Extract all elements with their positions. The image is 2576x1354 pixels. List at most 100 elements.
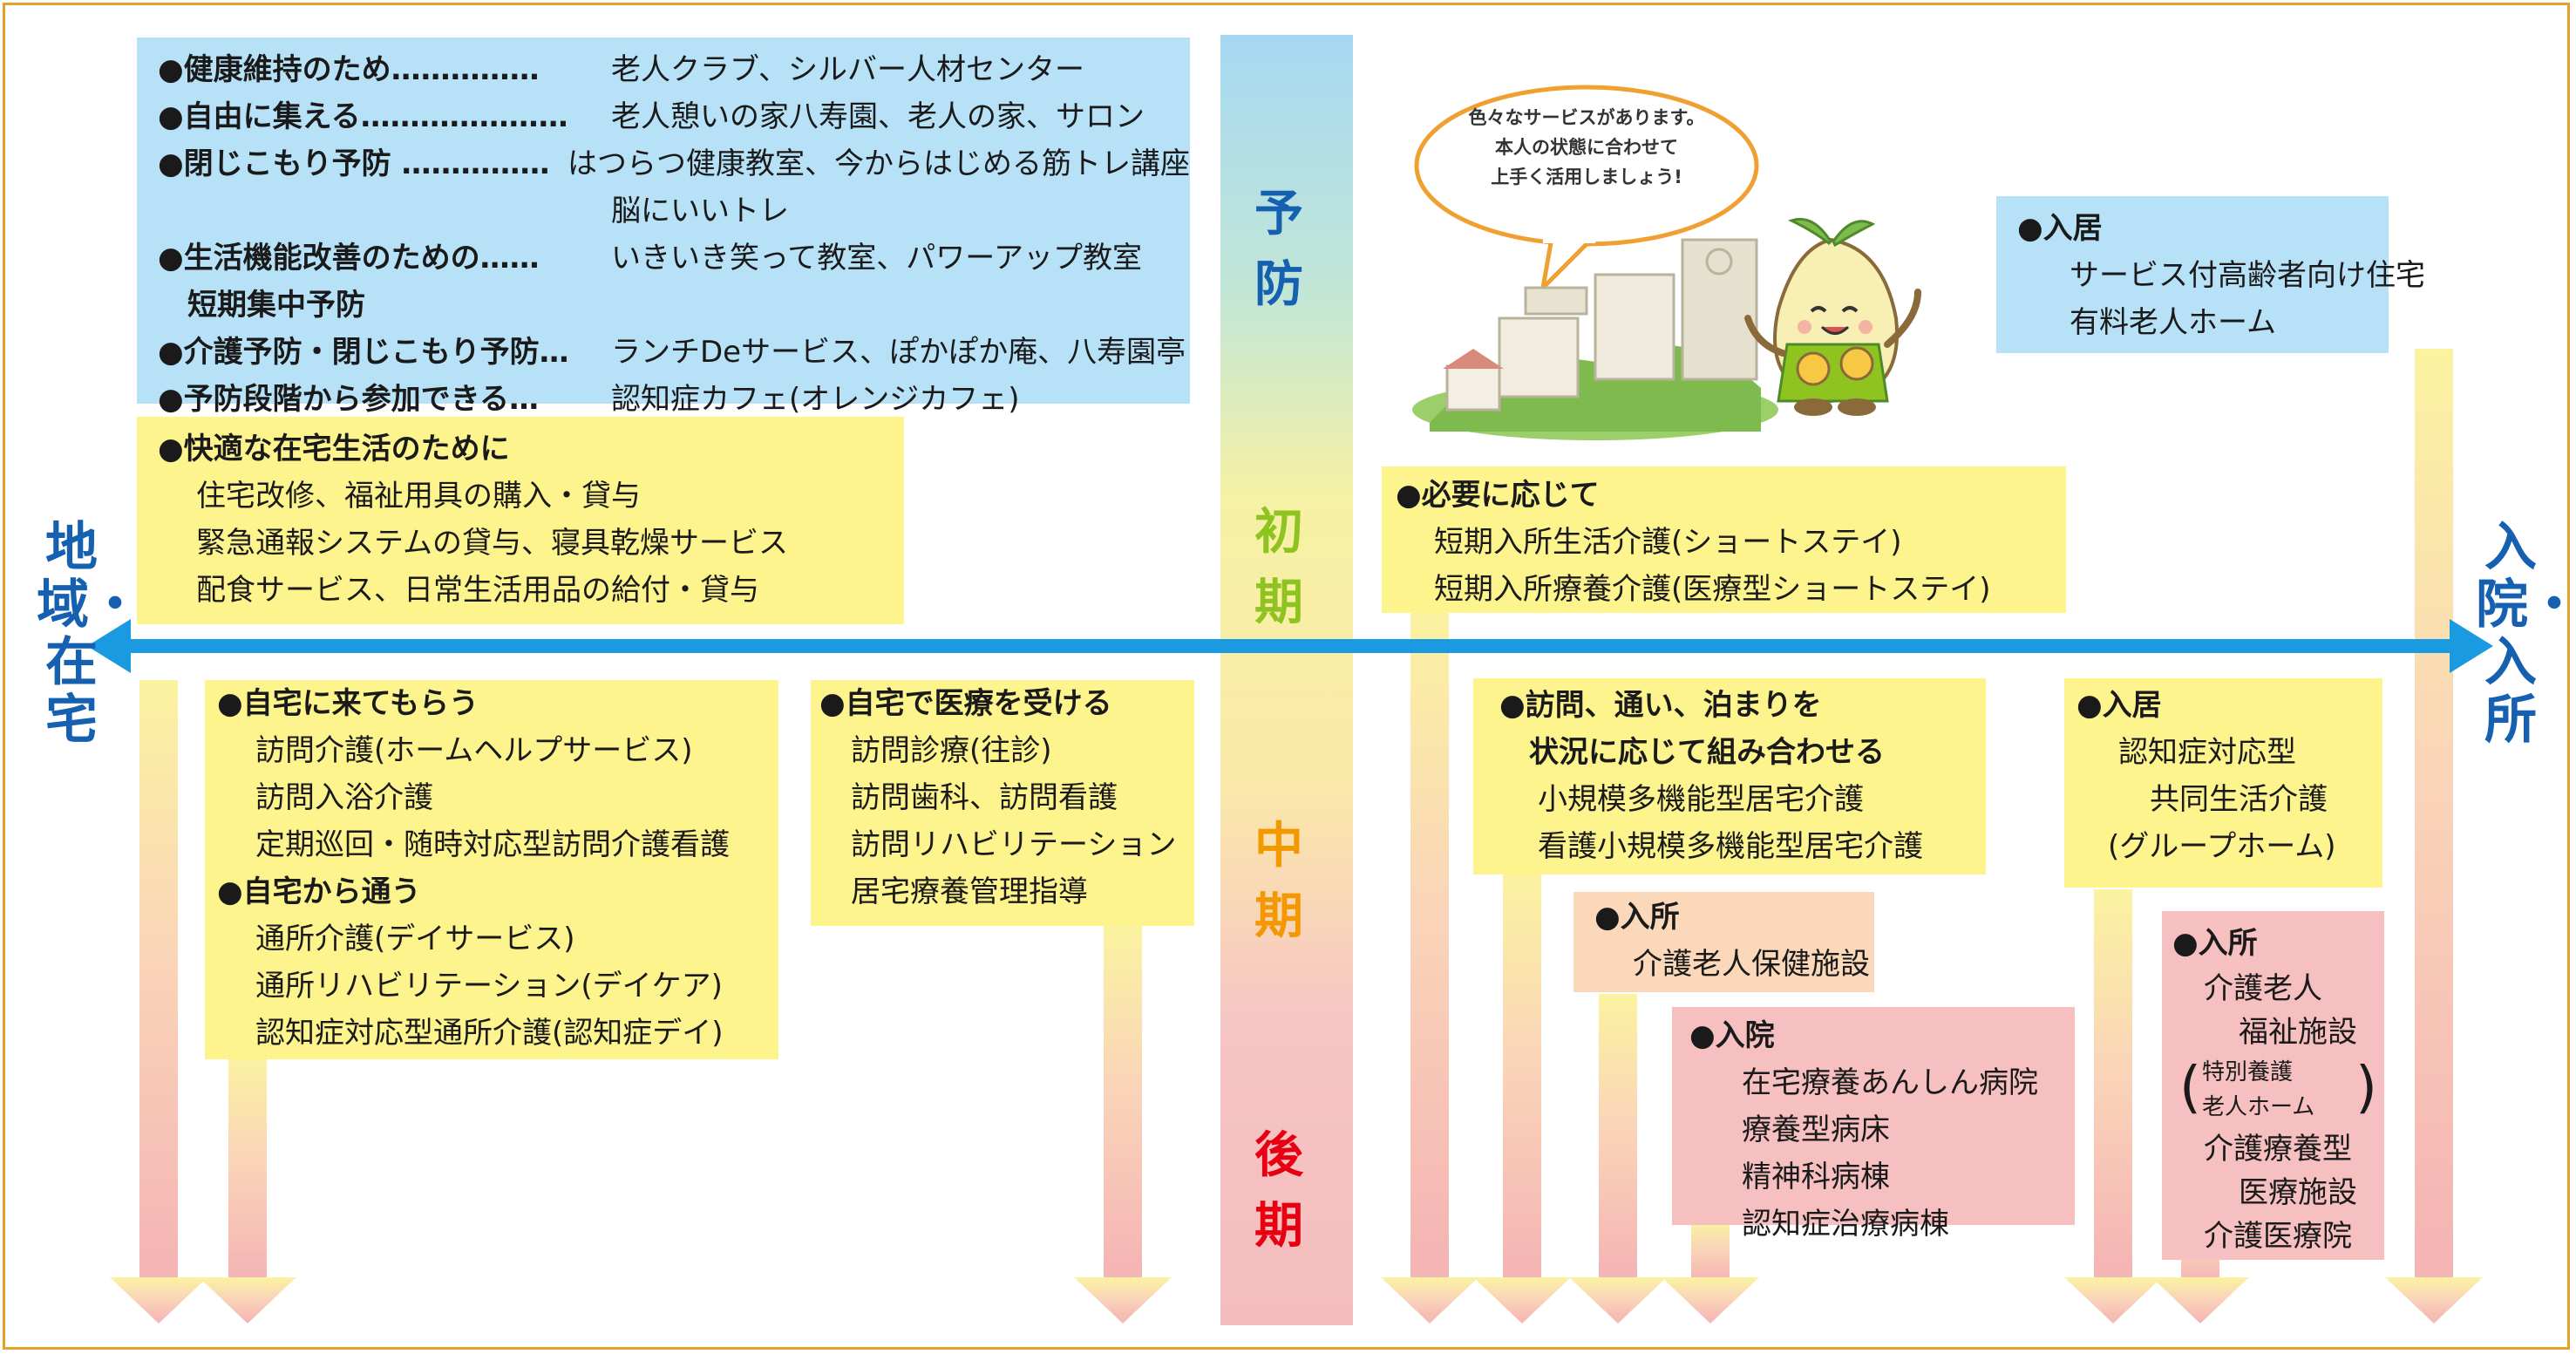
left-axis-label: 地域・在宅 [37,517,141,751]
right-axis-label: 入院・入所 [2476,517,2576,751]
down-arrows [110,349,2483,1323]
box-item: 訪問入浴介護 [255,780,433,815]
box-item: サービス付高齢者向け住宅 [2070,258,2425,293]
stage-label-middle: 中 期 [1254,818,1319,945]
paren-open-icon: ( [2179,1056,2201,1120]
prevention-row: ●閉じこもり予防 …………… はつらつ健康教室、今からはじめる筋トレ講座 [158,140,1190,187]
box-heading: ●入所 [2172,926,2258,961]
short-stay-box: ●必要に応じて 短期入所生活介護(ショートステイ) 短期入所療養介護(医療型ショ… [1382,466,2066,613]
prevention-row-value: はつらつ健康教室、今からはじめる筋トレ講座 [568,146,1190,181]
box-heading: ●入院 [1689,1018,1775,1053]
box-heading: 状況に応じて組み合わせる [1529,735,1885,770]
prevention-row-label: ●介護予防・閉じこもり予防… [158,335,569,370]
box-item: 特別養護 [2202,1059,2294,1085]
box-item: 認知症治療病棟 [1742,1207,1949,1242]
down-arrow [110,680,207,1323]
prevention-row: 脳にいいトレ [158,187,1190,235]
town-illustration [1412,238,1778,440]
medical-home-box: ●自宅で医療を受ける 訪問診療(往診) 訪問歯科、訪問看護 訪問リハビリテーショ… [811,680,1194,926]
prevention-row-value: 脳にいいトレ [611,194,789,228]
group-home-box: ●入居 認知症対応型 共同生活介護 (グループホーム) [2064,678,2382,888]
outer-frame [3,3,2570,1350]
down-arrow [2385,349,2483,1323]
box-item: 訪問介護(ホームヘルプサービス) [255,733,693,768]
down-arrow [199,1055,296,1323]
prevention-row-value: ランチDeサービス、ぽかぽか庵、八寿園亭 [611,335,1186,370]
box-item: 通所リハビリテーション(デイケア) [255,969,723,1004]
home-life-box: ●快適な在宅生活のために 住宅改修、福祉用具の購入・貸与 緊急通報システムの貸与… [137,417,904,624]
box-heading: ●快適な在宅生活のために [158,432,510,466]
box-heading: ●入居 [2017,211,2103,246]
box-item: 緊急通報システムの貸与、寝具乾燥サービス [196,526,788,561]
down-arrow [1074,924,1172,1323]
prevention-row-label: ●予防段階から参加できる… [158,382,539,417]
box-item: 療養型病床 [1742,1112,1890,1147]
down-arrow [2064,889,2162,1323]
prevention-row-label [158,187,611,235]
prevention-row-value: 老人憩いの家八寿園、老人の家、サロン [611,99,1145,134]
box-item: 認知症対応型通所介護(認知症デイ) [255,1016,724,1051]
hospital-box: ●入院 在宅療養あんしん病院 療養型病床 精神科病棟 認知症治療病棟 [1672,1007,2075,1242]
speech-line: 上手く活用しましょう! [1491,167,1682,187]
health-facility-box: ●入所 介護老人保健施設 [1573,892,1874,992]
paren-close-icon: ) [2355,1056,2377,1120]
stage-label-prevention: 予 防 [1254,186,1319,313]
box-heading: ●必要に応じて [1396,478,1600,513]
visit-box: ●自宅に来てもらう 訪問介護(ホームヘルプサービス) 訪問入浴介護 定期巡回・随… [205,680,778,1059]
box-item: 訪問診療(往診) [851,733,1052,768]
speech-bubble: 色々なサービスがあります。 本人の状態に合わせて 上手く活用しましょう! [1412,83,1761,275]
box-item: 福祉施設 [2239,1015,2357,1050]
prevention-row-value: いきいき笑って教室、パワーアップ教室 [611,241,1142,276]
nursing-facility-box: ●入所 介護老人 福祉施設 ( 特別養護 老人ホーム ) 介護療養型 医療施設 … [2162,911,2384,1260]
prevention-row: ●介護予防・閉じこもり予防… ランチDeサービス、ぽかぽか庵、八寿園亭 [158,329,1190,376]
prevention-row: ●生活機能改善のための…… いきいき笑って教室、パワーアップ教室 [158,235,1190,282]
combo-box: ●訪問、通い、泊まりを 状況に応じて組み合わせる 小規模多機能型居宅介護 看護小… [1473,678,1986,874]
prevention-row-label: ●自由に集える………………… [158,99,568,134]
speech-bubble-shape [1414,85,1759,290]
axis-arrow [87,619,2493,673]
box-item: 介護老人保健施設 [1633,947,1870,982]
stage-label-late: 後 期 [1254,1127,1319,1255]
prevention-row: ●自由に集える………………… 老人憩いの家八寿園、老人の家、サロン [158,93,1190,140]
box-item: (グループホーム) [2108,829,2336,864]
special-nursing-note: ( 特別養護 老人ホーム ) [2172,1054,2384,1127]
box-item: 在宅療養あんしん病院 [1742,1065,2038,1100]
speech-line: 本人の状態に合わせて [1495,137,1678,158]
mascot [1744,218,1921,416]
stage-label-early: 初 期 [1254,504,1319,631]
box-heading: ●訪問、通い、泊まりを [1499,688,1822,723]
down-arrow [1569,994,1667,1323]
box-heading: ●自宅で医療を受ける [819,686,1112,721]
prevention-row: ●予防段階から参加できる… 認知症カフェ(オレンジカフェ) [158,376,1190,423]
box-item: 短期入所生活介護(ショートステイ) [1434,525,1902,560]
speech-line: 色々なサービスがあります。 [1468,107,1705,128]
prevention-row: 短期集中予防 [158,282,1190,329]
box-item: 介護療養型 [2204,1132,2352,1167]
prevention-box: ●健康維持のため…………… 老人クラブ、シルバー人材センター ●自由に集える………… [137,37,1190,417]
box-item: 通所介護(デイサービス) [255,922,575,956]
prevention-row-label: ●生活機能改善のための…… [158,241,540,276]
down-arrow [1473,872,1571,1323]
box-item: 居宅療養管理指導 [851,874,1088,909]
box-item: 介護医療院 [2204,1219,2352,1254]
box-heading: ●自宅に来てもらう [217,686,479,721]
box-item: 有料老人ホーム [2070,305,2276,340]
box-heading: ●入所 [1594,900,1680,935]
box-item: 訪問歯科、訪問看護 [851,780,1118,815]
box-item: 医療施設 [2239,1175,2357,1210]
prevention-row-label: ●閉じこもり予防 …………… [158,146,550,181]
down-arrow [1381,602,1478,1323]
box-item: 看護小規模多機能型居宅介護 [1538,829,1923,864]
box-item: 住宅改修、福祉用具の購入・貸与 [196,479,641,514]
prevention-row-value: 認知症カフェ(オレンジカフェ) [611,382,1020,417]
prevention-row-label: ●健康維持のため…………… [158,52,540,87]
box-item: 老人ホーム [2202,1094,2315,1120]
box-item: 訪問リハビリテーション [851,827,1177,862]
stage-strip [1220,35,1353,1325]
prevention-row-value: 老人クラブ、シルバー人材センター [611,52,1084,87]
box-heading: ●入居 [2076,688,2162,723]
prevention-row: ●健康維持のため…………… 老人クラブ、シルバー人材センター [158,46,1190,93]
mascot-illustration [1412,218,1921,440]
box-heading: ●自宅から通う [217,874,421,909]
